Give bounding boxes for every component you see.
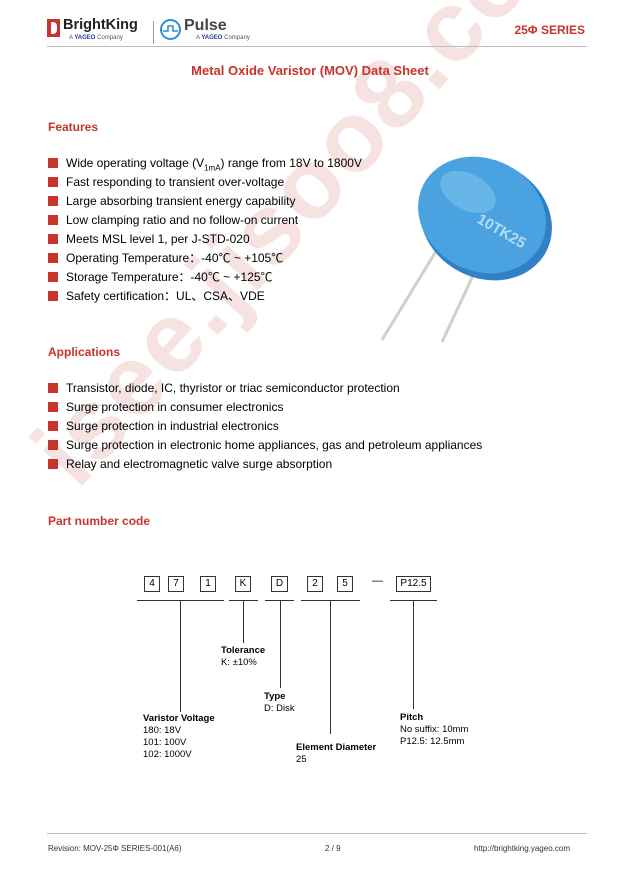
brightking-name: BrightKing [63,17,138,33]
series-label: 25Φ SERIES [514,23,585,37]
pitch-connector [413,600,414,709]
part-code-heading: Part number code [48,514,151,528]
voltage-connector [180,600,181,712]
feature-item: Fast responding to transient over-voltag… [48,175,362,194]
part-box-digit: 5 [337,576,353,592]
part-box-digit: 2 [307,576,323,592]
type-connector [280,600,281,688]
type-underline [265,600,294,601]
applications-heading: Applications [48,345,121,359]
pitch-label: Pitch No suffix: 10mm P12.5: 12.5mm [400,712,469,747]
feature-item: Wide operating voltage (V1mA) range from… [48,156,362,175]
feature-item: Low clamping ratio and no follow-on curr… [48,213,362,232]
varistor-disk-image: 10TK25 [380,156,552,343]
feature-item: Large absorbing transient energy capabil… [48,194,362,213]
brightking-logo: BrightKing A YAGEO Company [47,17,147,45]
pulse-mark-icon [160,19,181,40]
pulse-wave-icon [163,25,178,32]
feature-item: Meets MSL level 1, per J-STD-020 [48,232,362,251]
pulse-name: Pulse [184,17,227,34]
header-divider [47,46,587,47]
application-item: Surge protection in industrial electroni… [48,419,482,438]
application-item: Surge protection in consumer electronics [48,400,482,419]
features-heading: Features [48,120,99,134]
type-label: Type D: Disk [264,691,295,714]
feature-item: Safety certification：UL、CSA、VDE [48,289,362,308]
feature-item: Storage Temperature：-40℃ ~ +125℃ [48,270,362,289]
brightking-mark-icon [47,19,60,37]
tolerance-label: Tolerance K: ±10% [221,645,266,668]
part-box-tolerance: K [235,576,251,592]
part-box-digit: 4 [144,576,160,592]
pulse-logo: Pulse A YAGEO Company [160,17,250,44]
footer-page-number: 2 / 9 [325,844,341,853]
diameter-label: Element Diameter 25 [296,742,377,765]
part-box-type: D [271,576,288,592]
part-box-digit: 1 [200,576,216,592]
part-box-digit: 7 [168,576,184,592]
footer-divider [47,833,587,834]
application-item: Relay and electromagnetic valve surge ab… [48,457,482,476]
brightking-subtitle: A YAGEO Company [69,35,123,41]
tolerance-connector [243,600,244,643]
document-title: Metal Oxide Varistor (MOV) Data Sheet [191,63,429,78]
features-list: Wide operating voltage (V1mA) range from… [48,156,362,308]
application-item: Transistor, diode, IC, thyristor or tria… [48,381,482,400]
pulse-subtitle: A YAGEO Company [196,35,250,41]
part-dash: — [372,575,383,587]
part-box-pitch: P12.5 [396,576,431,592]
feature-item: Operating Temperature：-40℃ ~ +105℃ [48,251,362,270]
diameter-connector [330,600,331,734]
voltage-label: Varistor Voltage 180: 18V 101: 100V 102:… [143,713,215,760]
footer-url[interactable]: http://brightking.yageo.com [473,844,570,853]
application-item: Surge protection in electronic home appl… [48,438,482,457]
header-logo-separator [153,21,154,44]
applications-list: Transistor, diode, IC, thyristor or tria… [48,381,482,476]
footer-revision: Revision: MOV-25Φ SERIES-001(A6) [48,844,182,853]
